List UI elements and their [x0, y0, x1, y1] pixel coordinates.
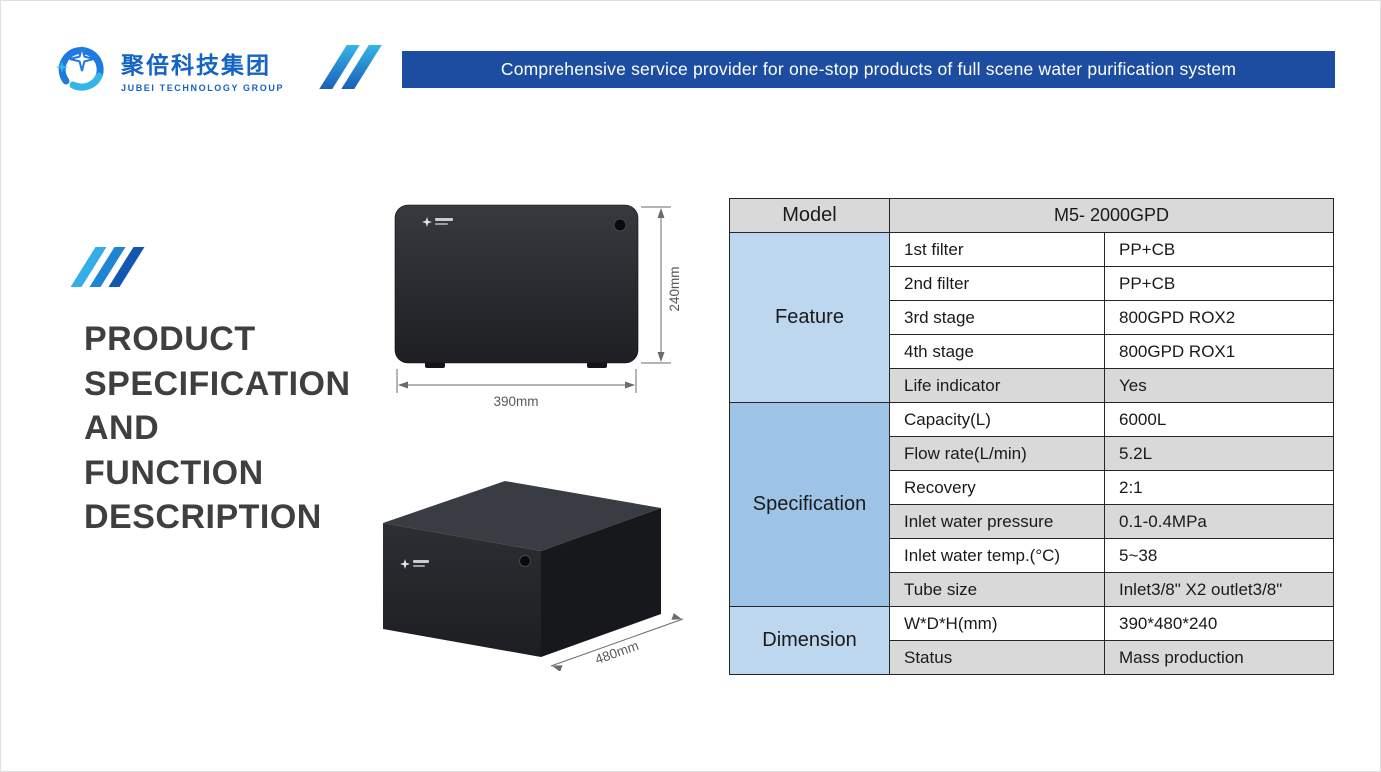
- row-value: Inlet3/8" X2 outlet3/8": [1104, 572, 1334, 607]
- table-header-row: Model M5- 2000GPD: [729, 198, 1334, 233]
- row-value: Mass production: [1104, 640, 1334, 675]
- group-dimension: Dimension: [729, 606, 890, 675]
- group-specification: Specification: [729, 402, 890, 607]
- row-value: PP+CB: [1104, 232, 1334, 267]
- row-label: Recovery: [889, 470, 1105, 505]
- row-label: Inlet water pressure: [889, 504, 1105, 539]
- model-value: M5- 2000GPD: [889, 198, 1334, 233]
- header-banner: Comprehensive service provider for one-s…: [402, 51, 1335, 88]
- front-view-illustration: 240mm 390mm: [389, 199, 704, 416]
- row-value: 5.2L: [1104, 436, 1334, 471]
- banner-slash-decoration-icon: [319, 45, 382, 89]
- row-value: PP+CB: [1104, 266, 1334, 301]
- front-height-dimension: 240mm: [667, 266, 682, 311]
- device-logo-mark: [400, 559, 429, 569]
- device-button: [519, 555, 531, 567]
- table-row: Flow rate(L/min)5.2L: [730, 436, 1334, 471]
- row-label: Status: [889, 640, 1105, 675]
- group-feature: Feature: [729, 232, 890, 403]
- row-value: Yes: [1104, 368, 1334, 403]
- row-label: Capacity(L): [889, 402, 1105, 437]
- row-label: Inlet water temp.(°C): [889, 538, 1105, 573]
- page-title-line: FUNCTION: [84, 453, 264, 492]
- logo-text-en: JUBEI TECHNOLOGY GROUP: [121, 82, 285, 93]
- row-label: Flow rate(L/min): [889, 436, 1105, 471]
- row-value: 0.1-0.4MPa: [1104, 504, 1334, 539]
- row-value: 5~38: [1104, 538, 1334, 573]
- row-label: 3rd stage: [889, 300, 1105, 335]
- title-slash-decoration-icon: [70, 247, 145, 287]
- row-label: Life indicator: [889, 368, 1105, 403]
- jubei-logo-icon: [56, 46, 104, 91]
- page-title-line: SPECIFICATION: [84, 364, 351, 403]
- page-title-line: AND: [84, 409, 160, 447]
- row-value: 800GPD ROX2: [1104, 300, 1334, 335]
- row-label: W*D*H(mm): [889, 606, 1105, 641]
- row-value: 6000L: [1104, 402, 1334, 437]
- row-label: 2nd filter: [889, 266, 1105, 301]
- table-row: Inlet water temp.(°C)5~38: [730, 538, 1334, 573]
- company-logo: 聚倍科技集团 JUBEI TECHNOLOGY GROUP: [53, 41, 284, 97]
- page-title: PRODUCT SPECIFICATION AND FUNCTION DESCR…: [84, 317, 351, 540]
- row-value: 800GPD ROX1: [1104, 334, 1334, 369]
- row-label: Tube size: [889, 572, 1105, 607]
- device-logo-mark: [422, 217, 453, 227]
- device-button: [613, 218, 627, 232]
- front-width-dimension: 390mm: [493, 394, 538, 409]
- page-title-line: PRODUCT: [84, 320, 256, 358]
- row-value: 2:1: [1104, 470, 1334, 505]
- row-label: 4th stage: [889, 334, 1105, 369]
- row-label: 1st filter: [889, 232, 1105, 267]
- perspective-view-illustration: 480mm: [353, 461, 698, 676]
- logo-text-cn: 聚倍科技集团: [121, 51, 271, 78]
- page-title-line: DESCRIPTION: [84, 498, 322, 536]
- row-value: 390*480*240: [1104, 606, 1334, 641]
- model-header: Model: [729, 198, 890, 233]
